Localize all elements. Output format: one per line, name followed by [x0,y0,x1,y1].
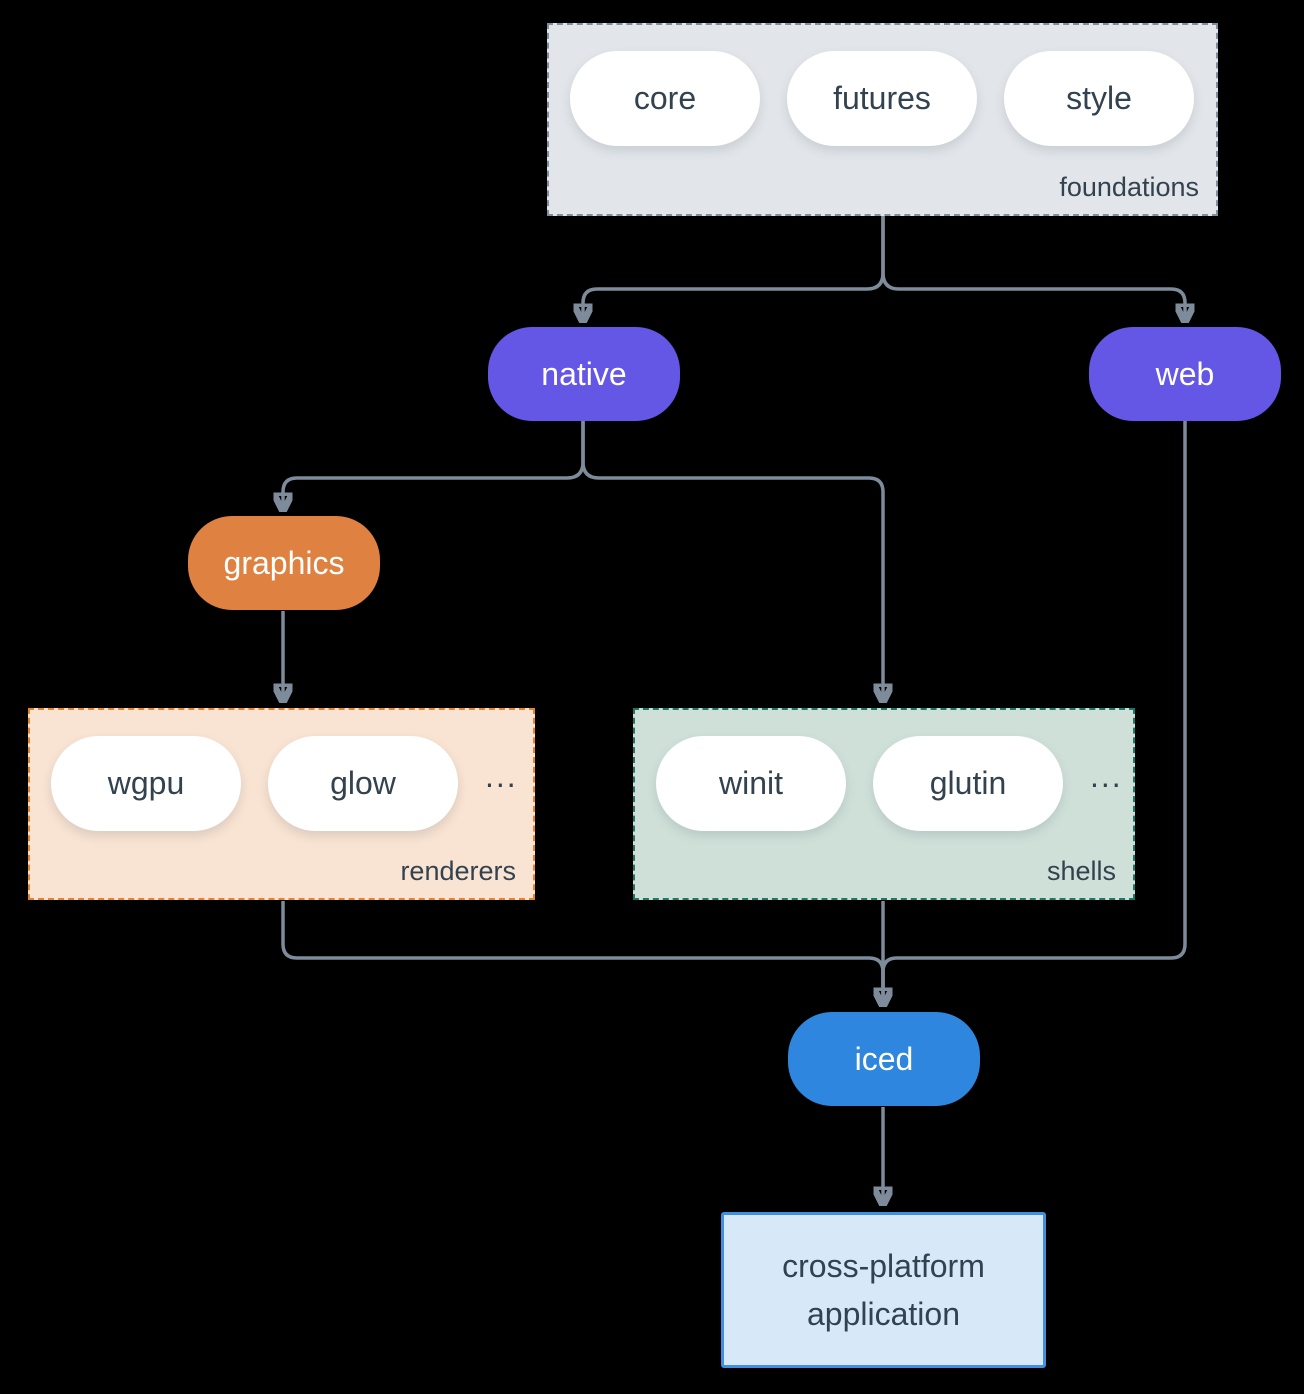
pill-glow: glow [268,736,458,831]
edge-web-iced [883,421,1187,1005]
pill-style: style [1004,51,1194,146]
edge-native-shells [581,421,883,701]
node-iced: iced [788,1012,980,1106]
shells-label: shells [1046,856,1116,886]
renderers-pill-row: wgpu glow ... [51,736,518,831]
shells-pill-row: winit glutin ... [656,736,1123,831]
node-web: web [1089,327,1281,421]
renderers-label: renderers [400,856,516,886]
foundations-label: foundations [1059,172,1199,202]
shells-ellipsis: ... [1090,758,1123,794]
edge-native-graphics [283,421,585,510]
node-native: native [488,327,680,421]
pill-glutin: glutin [873,736,1063,831]
edge-renderers-iced [281,901,883,1005]
renderers-group: wgpu glow ... renderers [28,708,535,900]
pill-wgpu: wgpu [51,736,241,831]
pill-core: core [570,51,760,146]
application-box: cross-platform application [721,1212,1046,1368]
edge-foundations-web [881,216,1185,321]
edge-foundations-native [583,216,885,321]
pill-futures: futures [787,51,977,146]
shells-group: winit glutin ... shells [633,708,1135,900]
application-label-line1: cross-platform [782,1248,985,1284]
renderers-ellipsis: ... [485,758,518,794]
node-graphics: graphics [188,516,380,610]
foundations-pill-row: core futures style [570,51,1194,146]
foundations-group: core futures style foundations [547,23,1218,216]
pill-winit: winit [656,736,846,831]
application-label-line2: application [807,1296,960,1332]
